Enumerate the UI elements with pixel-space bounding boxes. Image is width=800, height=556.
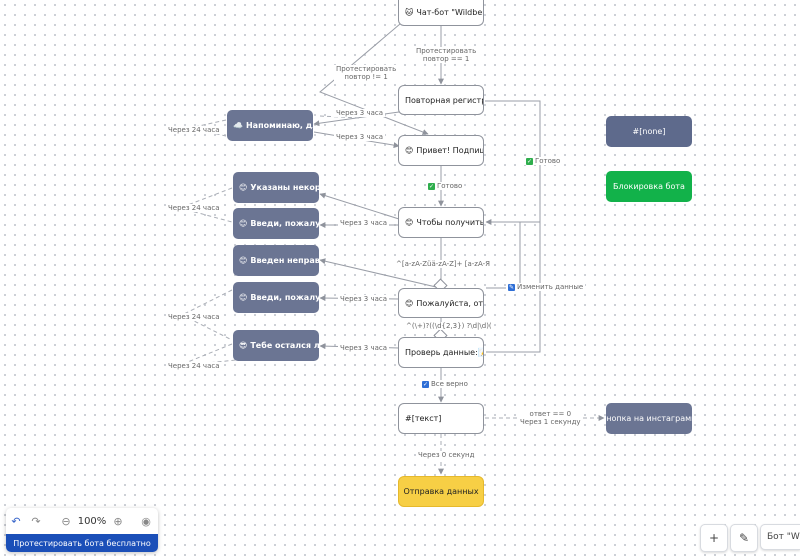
smile-icon: 😊 [239, 183, 248, 192]
node-block-bot[interactable]: Блокировка бота [606, 171, 692, 202]
smile-icon: 😊 [239, 219, 248, 228]
node-check-data[interactable]: Проверь данные: 📝 [398, 337, 484, 368]
check-icon: ✓ [526, 157, 533, 165]
check-icon: ✓ [428, 182, 435, 190]
node-please-send-text: Пожалуйста, отправ [416, 298, 484, 308]
zoom-level: 100% [77, 515, 107, 527]
edge-check-change [486, 222, 541, 353]
smile-icon: 😊 [405, 146, 414, 155]
edge-label-all-correct-text: Все верно [431, 380, 468, 388]
smile-icon: 😊 [405, 218, 414, 227]
node-repeat-text: Повторная регистраци [405, 95, 483, 105]
edit-icon[interactable]: ✎ [730, 524, 758, 552]
node-to-get[interactable]: 😊Чтобы получить наг [398, 207, 484, 238]
node-enter-please-1-text: Введи, пожалуйста, [250, 219, 319, 228]
smile-icon: 😊 [239, 293, 248, 302]
edge-label-repeat-eq[interactable]: Протестировать повтор == 1 [414, 47, 479, 63]
node-send-data[interactable]: Отправка данных [398, 476, 484, 507]
editor-toolbar: ↶ ↷ ⊖ 100% ⊕ ◉ Протестировать бота беспл… [6, 508, 158, 552]
node-chatbot-text: Чат-бот "Wildberri [416, 8, 484, 17]
node-chatbot[interactable]: 🐱Чат-бот "Wildberri [398, 0, 484, 26]
edge-label-all-correct[interactable]: ✓Все верно [420, 380, 470, 388]
smile-icon: 😊 [405, 298, 414, 308]
zoom-row: ↶ ↷ ⊖ 100% ⊕ ◉ [6, 508, 158, 534]
cloud-icon: ☁️ [233, 121, 243, 130]
node-to-get-text: Чтобы получить наг [416, 218, 484, 227]
edge-label-repeat-ne[interactable]: Протестировать повтор != 1 [334, 65, 399, 81]
edge-label-change-data-text: Изменить данные [517, 283, 584, 291]
node-field-none[interactable]: #[none] [606, 116, 692, 147]
node-left-only-text: Тебе остался лишь [250, 341, 319, 350]
node-text-var[interactable]: #[текст] [398, 403, 484, 434]
node-text-var-text: #[текст] [405, 414, 442, 423]
node-instagram[interactable]: Кнопка на инстаграмы [606, 403, 692, 434]
edge-wrong-24h [178, 187, 233, 223]
edge-label-24h-1[interactable]: Через 24 часа [166, 126, 222, 134]
edge-label-change-data[interactable]: ✎Изменить данные [506, 283, 586, 291]
test-bot-button[interactable]: Протестировать бота бесплатно [6, 534, 158, 552]
edge-label-3h-3[interactable]: Через 3 часа [338, 219, 390, 227]
bot-name-button[interactable]: Бот "W [760, 524, 800, 550]
node-hello-text: Привет! Подпишись [416, 146, 483, 155]
edge-label-answer-zero[interactable]: ответ == 0 Через 1 секунду [518, 410, 583, 426]
edge-label-done-2[interactable]: ✓Готово [426, 182, 465, 190]
zoom-out-icon[interactable]: ⊖ [61, 514, 71, 528]
node-enter-please-2-text: Введи, пожалуйста, [250, 293, 319, 302]
edge-label-3h-2[interactable]: Через 3 часа [334, 133, 386, 141]
node-block-bot-text: Блокировка бота [613, 182, 685, 191]
node-please-send[interactable]: 😊Пожалуйста, отправ [398, 288, 484, 318]
node-send-data-text: Отправка данных [403, 487, 479, 496]
node-field-none-text: #[none] [632, 127, 666, 136]
notepad-icon: 📝 [478, 348, 483, 357]
node-left-only[interactable]: 😎Тебе остался лишь [233, 330, 319, 361]
edge-label-3h-5[interactable]: Через 3 часа [338, 344, 390, 352]
redo-icon[interactable]: ↷ [31, 514, 41, 528]
edge-enter2-24h [180, 289, 233, 341]
node-remind[interactable]: ☁️Напоминаю, для тог [227, 110, 313, 141]
edge-label-24h-4[interactable]: Через 24 часа [166, 362, 222, 370]
node-wrong-specified[interactable]: 😊Указаны некорректн [233, 172, 319, 203]
edge-label-done-1-text: Готово [535, 157, 561, 165]
sunglasses-icon: 😎 [239, 341, 248, 350]
edit-icon: ✎ [508, 283, 515, 291]
node-hello[interactable]: 😊Привет! Подпишись [398, 135, 484, 166]
edge-toget-wrong [319, 192, 400, 220]
node-remind-text: Напоминаю, для тог [245, 121, 313, 130]
node-wrong-entered-text: Введен неправильны [250, 256, 319, 265]
node-repeat-registration[interactable]: Повторная регистраци [398, 85, 484, 115]
edge-label-24h-3[interactable]: Через 24 часа [166, 313, 222, 321]
node-enter-please-1[interactable]: 😊Введи, пожалуйста, [233, 208, 319, 239]
cat-icon: 🐱 [405, 8, 414, 17]
edge-label-regex-phone[interactable]: ^(\+)?((\d{2,3}) ?\d|\d)( [404, 322, 494, 330]
node-wrong-specified-text: Указаны некорректн [250, 183, 319, 192]
edge-label-regex-name[interactable]: ^[a-zA-Züä-zA-Z]+ [a-zA-Я [394, 260, 492, 268]
edge-regex-wrong [319, 258, 437, 288]
check-icon: ✓ [422, 380, 429, 388]
smile-icon: 😊 [239, 256, 248, 265]
node-instagram-text: Кнопка на инстаграмы [606, 414, 692, 423]
zoom-in-icon[interactable]: ⊕ [113, 514, 123, 528]
undo-icon[interactable]: ↶ [11, 514, 21, 528]
add-icon[interactable]: + [700, 524, 728, 552]
edge-label-3h-1[interactable]: Через 3 часа [334, 109, 386, 117]
node-check-text: Проверь данные: [405, 348, 478, 357]
edge-label-0s[interactable]: Через 0 секунд [416, 451, 477, 459]
edge-label-24h-2[interactable]: Через 24 часа [166, 204, 222, 212]
edge-label-3h-4[interactable]: Через 3 часа [338, 295, 390, 303]
edge-label-done-1[interactable]: ✓Готово [524, 157, 563, 165]
edge-chatbot-hello [319, 23, 429, 135]
preview-icon[interactable]: ◉ [141, 514, 151, 528]
edge-label-done-2-text: Готово [437, 182, 463, 190]
node-enter-please-2[interactable]: 😊Введи, пожалуйста, [233, 282, 319, 313]
node-wrong-entered[interactable]: 😊Введен неправильны [233, 245, 319, 276]
